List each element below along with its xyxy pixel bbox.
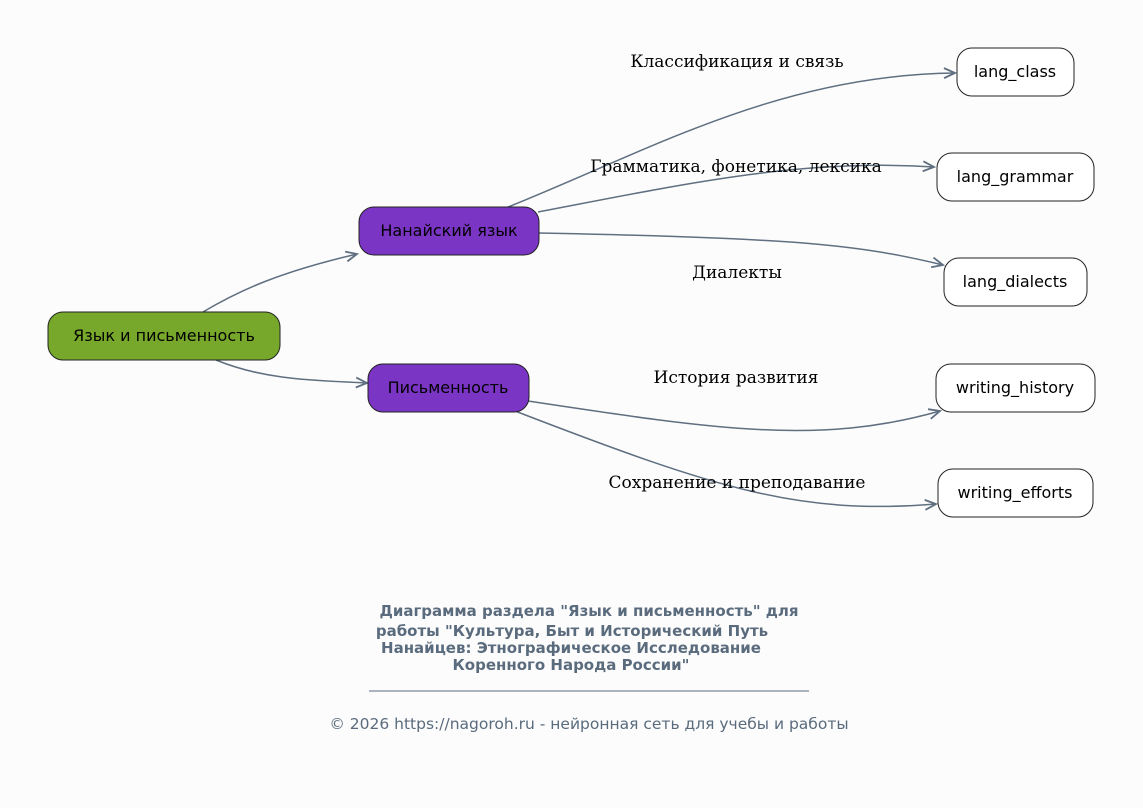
edge-lang-class [507,73,955,208]
edge-root-nanai [202,254,357,313]
node-writing-efforts[interactable]: writing_efforts [937,468,1094,518]
node-root[interactable]: Язык и письменность [47,311,281,361]
node-lang-class-label: lang_class [974,62,1056,82]
node-lang-class[interactable]: lang_class [956,47,1075,97]
edge-label-writing-history: История развития [654,368,819,388]
node-writing-history-label: writing_history [956,378,1074,398]
node-lang-grammar-label: lang_grammar [957,167,1074,187]
node-writing[interactable]: Письменность [367,363,530,413]
title-line-3: Нанайцев: Этнографическое Исследование [381,639,761,657]
node-nanai-label: Нанайский язык [380,221,518,240]
edge-label-lang-dialects: Диалекты [692,263,782,283]
node-writing-efforts-label: writing_efforts [958,483,1073,503]
edge-lang-dialects [537,232,943,265]
node-lang-grammar[interactable]: lang_grammar [936,152,1095,202]
edge-label-lang-grammar: Грамматика, фонетика, лексика [590,157,882,177]
node-nanai-language[interactable]: Нанайский язык [358,206,540,256]
edge-writing-efforts [514,410,936,506]
title-line-1: Диаграмма раздела "Язык и письменность" … [379,602,798,620]
node-writing-label: Письменность [388,378,509,397]
edge-root-writing [215,359,367,383]
edge-lang-grammar [537,165,934,213]
node-writing-history[interactable]: writing_history [935,363,1096,413]
edge-label-lang-class: Классификация и связь [630,52,843,72]
edge-writing-history [527,400,940,432]
node-lang-dialects[interactable]: lang_dialects [943,257,1088,307]
node-root-label: Язык и письменность [73,326,255,345]
title-line-4: Коренного Народа России" [453,656,690,674]
edge-label-writing-efforts: Сохранение и преподавание [609,473,866,493]
node-lang-dialects-label: lang_dialects [963,272,1068,292]
footer-copyright: © 2026 https://nagoroh.ru - нейронная се… [329,715,848,733]
title-line-2: работы "Культура, Быт и Исторический Пут… [376,622,768,640]
